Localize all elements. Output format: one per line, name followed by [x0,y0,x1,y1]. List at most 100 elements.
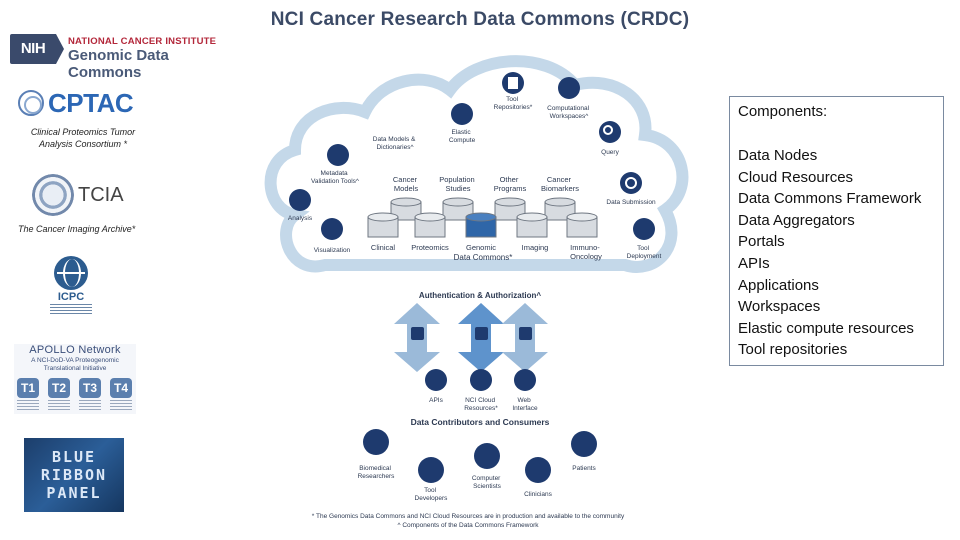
cptac-caption: Clinical Proteomics Tumor Analysis Conso… [30,127,136,149]
apollo-tier-caption [79,400,101,410]
elastic-compute-label: Elastic Compute [449,129,476,144]
api-icon [425,369,447,391]
metadata-validation-node: Metadata Validation Tools^ [311,144,360,185]
computer-scientists-label-line: Computer [472,475,501,482]
analysis-label: Analysis [288,215,313,222]
nih-gdc-logo: NIH NATIONAL CANCER INSTITUTE Genomic Da… [10,34,242,81]
commons-immuno-oncology-line: Immuno- [570,243,600,252]
apollo-name: APOLLO Network [29,344,121,356]
consumer-biomedical-researchers: Biomedical Researchers [358,429,396,480]
category-cancer-models-line: Cancer [393,175,418,184]
cptac-logo: CPTAC [18,88,148,120]
commons-proteomics: Proteomics [411,243,449,252]
icpc-name: ICPC [57,291,85,303]
blue-ribbon-panel-logo: BLUE RIBBON PANEL [24,438,124,512]
data-models-label: Data Models & Dictionaries^ [373,136,417,151]
tool-developers-label: Tool Developers [415,487,449,502]
data-models-label-line: Dictionaries^ [376,144,414,151]
cptac-name: CPTAC [48,88,134,118]
data-submission-label: Data Submission [606,199,656,206]
icpc-logo: ICPC [50,256,92,316]
commons-clinical: Clinical [371,243,396,252]
patients-label: Patients [572,465,596,472]
tcia-caption: The Cancer Imaging Archive* [18,224,136,234]
components-list-item: Cloud Resources [738,168,854,186]
web-interface-label-line: Interface [512,405,538,412]
data-models-node: Data Models & Dictionaries^ [373,136,417,151]
web-interface-label-line: Web [517,397,531,404]
gdc-name: Genomic Data Commons [68,47,169,81]
components-list-item: Applications [738,276,819,294]
category-population-studies: Population Studies [439,175,477,193]
components-list-item: Data Aggregators [738,211,855,229]
category-other-programs: Other Programs [494,175,527,193]
auth-label: Authentication & Authorization^ [419,291,541,300]
crdc-diagram: Tool Repositories* Computational Workspa… [264,55,689,529]
apollo-tier-4: T4 [110,378,132,398]
components-list-item: APIs [738,254,770,272]
commons-imaging: Imaging [522,243,549,252]
tool-repositories-node: Tool Repositories* [494,72,533,111]
commons-genomic: Genomic [466,243,496,252]
elastic-compute-node: Elastic Compute [449,103,476,144]
nih-badge: NIH [10,34,64,64]
analysis-node: Analysis [288,189,313,222]
apis-label: APIs [429,397,443,404]
researcher-icon [363,429,389,455]
web-interface-icon [514,369,536,391]
consumer-clinicians: Clinicians [524,457,553,498]
database-cylinders-front [367,212,598,238]
page-title: NCI Cancer Research Data Commons (CRDC) [270,9,690,30]
patient-icon [571,431,597,457]
visualization-icon [321,218,343,240]
query-node: Query [599,121,621,156]
query-icon [599,121,621,143]
category-cancer-models-line: Models [394,184,418,193]
apollo-tier-caption [17,400,39,410]
computational-workspaces-node: Computational Workspaces^ [547,77,590,120]
clinicians-label: Clinicians [524,491,553,498]
lock-icon [475,327,488,340]
metadata-validation-label: Metadata Validation Tools^ [311,170,360,185]
components-list: Data Nodes Cloud Resources Data Commons … [738,145,921,361]
data-models-label-line: Data Models & [373,136,416,143]
computational-workspaces-icon [558,77,580,99]
tcia-seal-icon [32,174,74,216]
category-cancer-biomarkers-line: Cancer [547,175,572,184]
category-cancer-models: Cancer Models [393,175,419,193]
web-interface-label: Web Interface [512,397,538,412]
apollo-tier-2: T2 [48,378,70,398]
elastic-compute-label-line: Elastic [452,129,472,136]
access-web-interface: Web Interface [512,369,538,412]
computational-workspaces-label-line: Computational [547,105,589,112]
access-apis: APIs [425,369,447,404]
tool-repositories-label-line: Repositories* [494,104,533,111]
footnote-components: ^ Components of the Data Commons Framewo… [397,522,539,529]
nci-cloud-label-line: Resources* [464,405,498,412]
lock-icons [411,327,532,340]
category-other-programs-line: Other [500,175,519,184]
db-cylinder-top [544,197,576,207]
icpc-subtitle [50,304,92,314]
cloud-icon [470,369,492,391]
lock-icon [411,327,424,340]
apollo-tier-1: T1 [17,378,39,398]
nci-cloud-label: NCI Cloud Resources* [464,397,498,412]
consumer-tool-developers: Tool Developers [415,457,449,502]
biomedical-researchers-label-line: Researchers [358,473,396,480]
tool-repositories-label: Tool Repositories* [494,96,533,111]
footnote-production: * The Genomics Data Commons and NCI Clou… [312,513,625,520]
data-submission-icon [620,172,642,194]
commons-immuno-oncology: Immuno- Oncology [570,243,602,261]
tool-repositories-label-line: Tool [506,96,518,103]
components-list-item: Data Commons Framework [738,190,922,208]
db-cylinder-top [367,212,399,222]
tool-developers-label-line: Developers [415,495,449,502]
tcia-logo: TCIA [32,174,132,218]
components-list-item: Data Nodes [738,147,818,164]
visualization-label: Visualization [314,247,351,254]
components-list-item: Portals [738,233,785,251]
blue-ribbon-line: RIBBON [40,466,108,484]
db-cylinder-top [494,197,526,207]
nci-org-name: NATIONAL CANCER INSTITUTE [68,36,217,47]
